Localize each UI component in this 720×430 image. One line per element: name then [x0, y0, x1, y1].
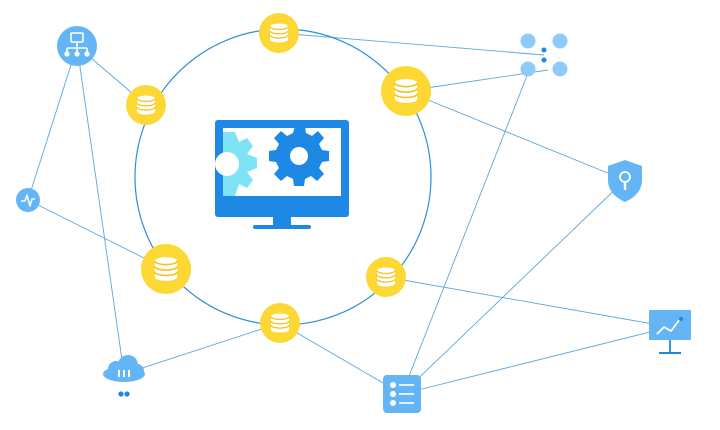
database-nodes	[126, 13, 431, 343]
connections	[27, 32, 671, 395]
database-icon	[259, 13, 299, 53]
database-icon	[260, 303, 300, 343]
pulse-icon	[16, 188, 40, 212]
connection-line	[27, 45, 78, 201]
connection-line	[27, 199, 167, 270]
connection-line	[385, 276, 671, 328]
chart-board-icon	[649, 310, 691, 354]
connection-line	[279, 322, 403, 395]
network-icon	[57, 26, 97, 66]
cloud-icon	[103, 355, 145, 397]
database-icon	[366, 257, 406, 297]
gear-icon-dark	[269, 126, 329, 186]
list-icon	[383, 375, 421, 413]
connection-line	[278, 32, 545, 56]
connection-line	[123, 322, 281, 375]
connection-line	[401, 67, 531, 395]
four-dots-icon	[520, 33, 568, 77]
database-icon	[141, 244, 191, 294]
shield-lock-icon	[608, 160, 642, 202]
database-icon	[381, 66, 431, 116]
connection-line	[401, 179, 626, 395]
database-icon	[126, 85, 166, 125]
connection-line	[401, 326, 671, 395]
connection-line	[405, 90, 626, 181]
gear-icon-light	[215, 132, 257, 196]
computer-gears-icon	[215, 120, 349, 229]
connection-line	[76, 45, 125, 375]
